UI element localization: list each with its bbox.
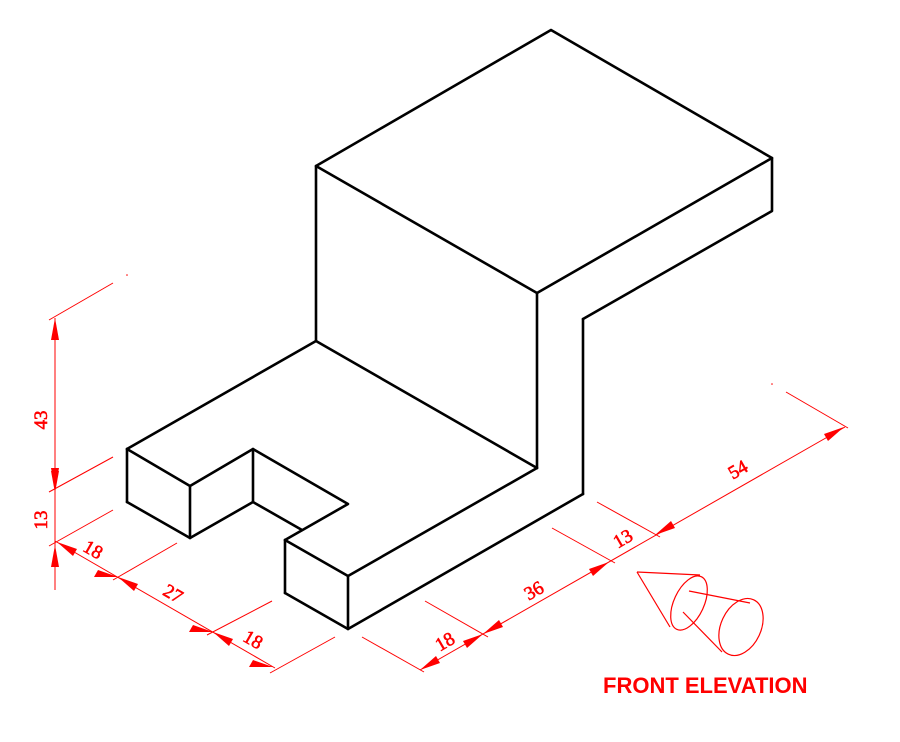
dim-left-width-1: 18 — [79, 536, 106, 564]
left-arm-edges — [125, 447, 350, 542]
top-block-right-edge — [581, 156, 774, 321]
dim-vertical-upper: 43 — [31, 411, 52, 430]
dim-right-length-1: 18 — [432, 628, 459, 656]
dim-right-length-4: 54 — [725, 456, 752, 484]
front-elevation-label: FRONT ELEVATION — [603, 673, 808, 698]
base-wall-junction-edge — [314, 339, 539, 470]
top-face-edges — [314, 28, 774, 295]
base-top-left-edge — [125, 339, 318, 451]
viewing-direction-icon — [636, 571, 764, 657]
dim-right-length-2: 36 — [521, 577, 548, 605]
isometric-object — [125, 28, 774, 631]
left-arm-bottom-edges — [125, 500, 304, 540]
dimensions-left-width: 18 27 18 — [54, 536, 336, 674]
dim-vertical-lower: 13 — [31, 511, 52, 530]
base-bottom-edges — [283, 492, 585, 631]
dimensions-left-vertical: 43 13 — [31, 274, 128, 590]
right-arm-edges — [283, 466, 539, 578]
